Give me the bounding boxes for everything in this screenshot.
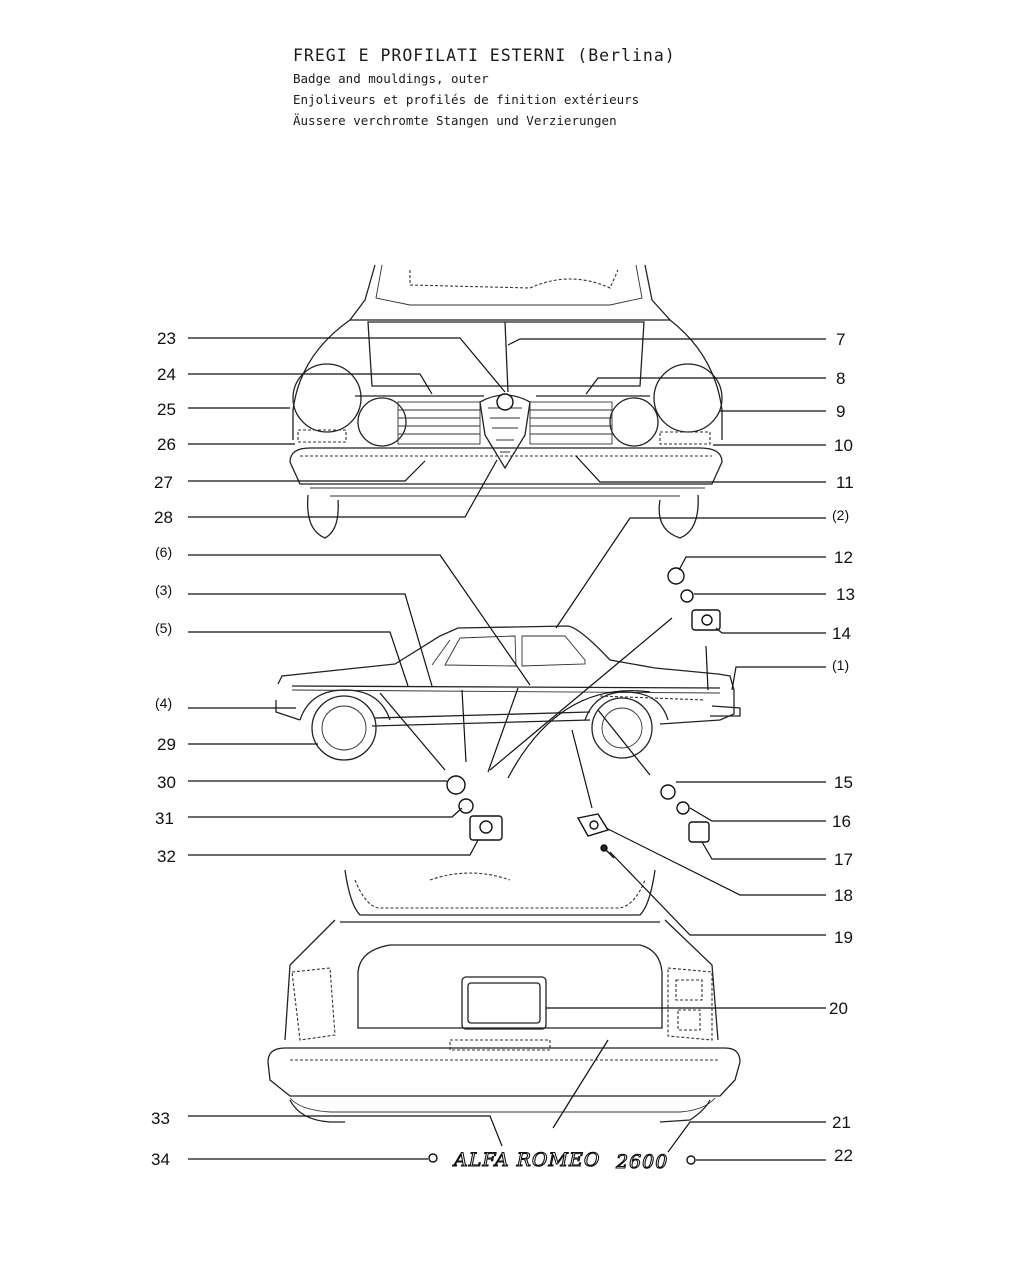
callout-17: 17 [834, 850, 853, 869]
callout-labels-right: 7 8 9 10 11 (2) 12 13 14 (1) 15 16 17 18… [829, 330, 855, 1165]
clip-group-left [446, 775, 503, 841]
callout-33: 33 [151, 1109, 170, 1128]
leader-lines [188, 337, 826, 1161]
callout-22: 22 [834, 1146, 853, 1165]
side-view-car [275, 625, 741, 761]
grommet-icon [667, 567, 685, 585]
subtitle-french: Enjoliveurs et profilés de finition exté… [293, 92, 640, 107]
callout-30: 30 [157, 773, 176, 792]
callout-23: 23 [157, 329, 176, 348]
callout-2: (2) [832, 507, 849, 523]
callout-14: 14 [832, 624, 851, 643]
subtitle-german: Äussere verchromte Stangen und Verzierun… [293, 113, 617, 128]
grommet-icon [458, 798, 474, 814]
assembly-arrows [379, 617, 709, 1129]
callout-10: 10 [834, 436, 853, 455]
grommet-icon [680, 589, 694, 603]
document-header: FREGI E PROFILATI ESTERNI (Berlina) Badg… [293, 46, 676, 128]
callout-34: 34 [151, 1150, 170, 1169]
callout-21: 21 [832, 1113, 851, 1132]
callout-15: 15 [834, 773, 853, 792]
callout-labels-left: 23 24 25 26 27 28 (6) (3) (5) (4) 29 30 … [151, 329, 176, 1169]
callout-3: (3) [155, 582, 172, 598]
callout-28: 28 [154, 508, 173, 527]
callout-13: 13 [836, 585, 855, 604]
callout-6: (6) [155, 544, 172, 560]
subtitle-english: Badge and mouldings, outer [293, 71, 489, 86]
callout-31: 31 [155, 809, 174, 828]
callout-25: 25 [157, 400, 176, 419]
script-badge: ALFA ROMEO 2600 [428, 1148, 696, 1174]
callout-7: 7 [836, 330, 845, 349]
callout-19: 19 [834, 928, 853, 947]
callout-16: 16 [832, 812, 851, 831]
callout-18: 18 [834, 886, 853, 905]
callout-12: 12 [834, 548, 853, 567]
callout-32: 32 [157, 847, 176, 866]
callout-26: 26 [157, 435, 176, 454]
callout-27: 27 [154, 473, 173, 492]
clip-group-lower-right [660, 784, 710, 843]
callout-5: (5) [155, 620, 172, 636]
callout-8: 8 [836, 369, 845, 388]
badge-left-word: ALFA ROMEO [452, 1149, 600, 1171]
grommet-icon [676, 801, 690, 815]
front-view-car [289, 264, 723, 539]
callout-4: (4) [155, 695, 172, 711]
callout-1: (1) [832, 657, 849, 673]
callout-24: 24 [157, 365, 176, 384]
grommet-icon [686, 1155, 696, 1165]
page-title: FREGI E PROFILATI ESTERNI (Berlina) [293, 46, 676, 65]
callout-20: 20 [829, 999, 848, 1018]
grommet-icon [446, 775, 466, 795]
callout-29: 29 [157, 735, 176, 754]
clip-group-upper-right [667, 567, 721, 631]
badge-right-word: 2600 [615, 1151, 668, 1173]
callout-9: 9 [836, 402, 845, 421]
grommet-icon [428, 1153, 438, 1163]
callout-11: 11 [836, 473, 854, 492]
grommet-icon [660, 784, 676, 800]
clip-group-center [576, 813, 615, 859]
clip-icon [688, 821, 710, 843]
rear-view-car [267, 869, 741, 1123]
